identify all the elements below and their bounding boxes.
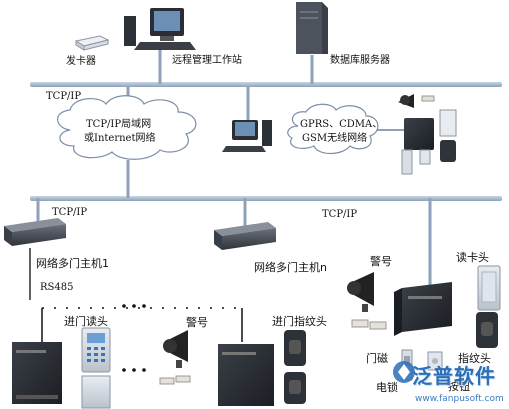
- rs485-label: RS485: [40, 282, 74, 293]
- fingerprint-reader-right: [476, 312, 498, 348]
- card-issuer-device: [74, 35, 110, 51]
- workstation-computer: [124, 8, 196, 50]
- entry-reader-device: [81, 327, 111, 409]
- fingerprint-head-label: 指纹头: [458, 352, 491, 365]
- ellipsis-dots: [122, 304, 146, 372]
- wireless-controller-cluster: [398, 94, 457, 175]
- logo-mark: [393, 361, 415, 383]
- controller-1-box: [4, 218, 66, 246]
- alarm-mid-label: 警号: [186, 316, 208, 329]
- wireless-cloud-label-2: GSM无线网络: [302, 133, 368, 144]
- alarm-speaker-right: [347, 272, 374, 312]
- controller-1-label: 网络多门主机1: [36, 257, 109, 270]
- tcpip-left-label: TCP/IP: [52, 207, 88, 218]
- tcpip-right-label: TCP/IP: [322, 209, 358, 220]
- logo-text: 泛普软件: [412, 364, 496, 388]
- door-panel-left: [12, 342, 62, 404]
- card-reader-right: [477, 265, 501, 311]
- wireless-cloud-label-1: GPRS、CDMA、: [300, 119, 383, 130]
- door-magnet-mid: [159, 375, 191, 385]
- tcpip-top-label: TCP/IP: [46, 91, 82, 102]
- db-server-label: 数据库服务器: [330, 55, 390, 66]
- fingerprint-reader-mid: [284, 330, 306, 404]
- electric-lock-label: 电锁: [376, 381, 398, 394]
- wireless-cloud: [287, 103, 379, 155]
- top-network-bus: [30, 82, 502, 87]
- logo-url: www.fanpusoft.com: [415, 394, 504, 404]
- gateway-computer: [222, 120, 272, 152]
- door-magnet-label: 门磁: [366, 352, 388, 365]
- main-door-panel-right: [394, 282, 452, 336]
- door-magnet-right: [351, 319, 387, 330]
- middle-network-bus: [30, 196, 502, 201]
- card-issuer-label: 发卡器: [66, 56, 96, 67]
- alarm-speaker-mid: [163, 330, 188, 368]
- lan-cloud-label-2: 或Internet网络: [84, 133, 156, 144]
- lan-cloud: [57, 95, 197, 160]
- controller-n-label: 网络多门主机n: [254, 261, 327, 274]
- button-label: 按钮: [448, 380, 470, 393]
- door-reader-label: 进门读头: [64, 315, 108, 328]
- lan-cloud-label-1: TCP/IP局域网: [86, 119, 152, 130]
- controller-n-box: [214, 222, 276, 250]
- door-panel-mid: [218, 344, 274, 406]
- database-server: [296, 2, 328, 54]
- fp-reader-mid-label: 进门指纹头: [272, 315, 327, 328]
- remote-workstation-label: 远程管理工作站: [172, 55, 242, 66]
- alarm-right-label: 警号: [370, 255, 392, 268]
- exit-button: [427, 351, 443, 371]
- card-reader-right-label: 读卡头: [456, 251, 489, 264]
